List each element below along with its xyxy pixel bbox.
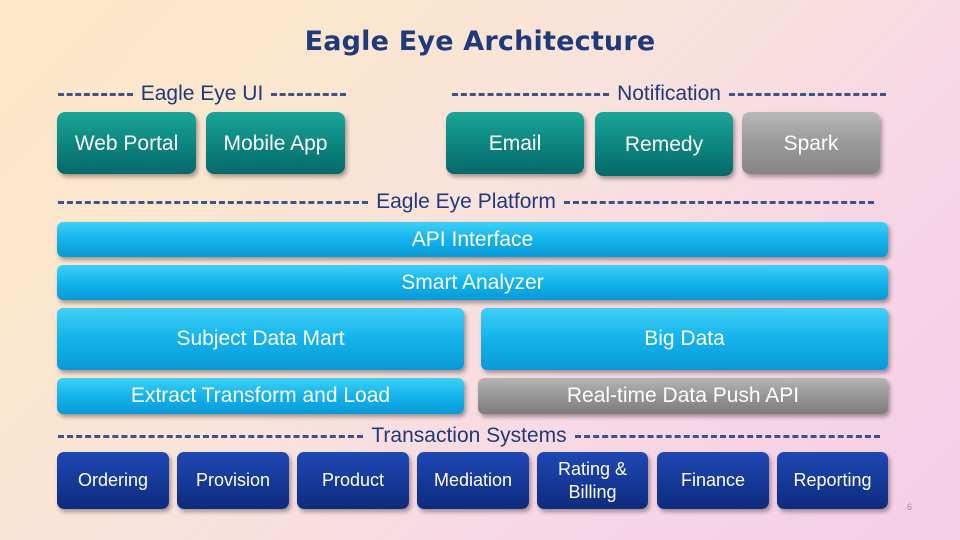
- layer-api-interface: API Interface: [57, 222, 888, 257]
- dashed-line: [574, 434, 881, 438]
- section-header-ui: Eagle Eye UI: [58, 82, 347, 105]
- section-label-platform: Eagle Eye Platform: [376, 190, 556, 213]
- section-header-notification: Notification: [452, 82, 887, 105]
- page-number: 6: [906, 502, 912, 512]
- dashed-line: [58, 92, 133, 96]
- layer-subject-data-mart: Subject Data Mart: [57, 308, 464, 370]
- layer-etl: Extract Transform and Load: [57, 378, 464, 414]
- slide-title: Eagle Eye Architecture: [304, 26, 656, 57]
- layer-big-data: Big Data: [481, 308, 888, 370]
- box-mobile-app: Mobile App: [206, 112, 345, 174]
- box-ordering: Ordering: [57, 452, 169, 509]
- section-header-transaction: Transaction Systems: [58, 424, 881, 447]
- box-email: Email: [446, 112, 584, 174]
- box-rating-billing: Rating & Billing: [537, 452, 648, 509]
- box-provision: Provision: [177, 452, 289, 509]
- dashed-line: [452, 92, 610, 96]
- box-finance: Finance: [657, 452, 769, 509]
- box-spark: Spark: [742, 112, 880, 174]
- section-label-ui: Eagle Eye UI: [140, 82, 264, 105]
- box-mediation: Mediation: [417, 452, 529, 509]
- box-remedy: Remedy: [595, 112, 733, 176]
- dashed-line: [271, 92, 347, 96]
- box-product: Product: [297, 452, 409, 509]
- section-label-transaction: Transaction Systems: [371, 424, 567, 447]
- layer-push-api: Real-time Data Push API: [478, 378, 888, 414]
- box-web-portal: Web Portal: [57, 112, 196, 174]
- dashed-line: [728, 92, 887, 96]
- box-reporting: Reporting: [777, 452, 888, 509]
- dashed-line: [58, 434, 364, 438]
- section-label-notification: Notification: [617, 82, 721, 105]
- dashed-line: [58, 200, 369, 204]
- section-header-platform: Eagle Eye Platform: [58, 190, 875, 213]
- dashed-line: [563, 200, 875, 204]
- layer-smart-analyzer: Smart Analyzer: [57, 265, 888, 300]
